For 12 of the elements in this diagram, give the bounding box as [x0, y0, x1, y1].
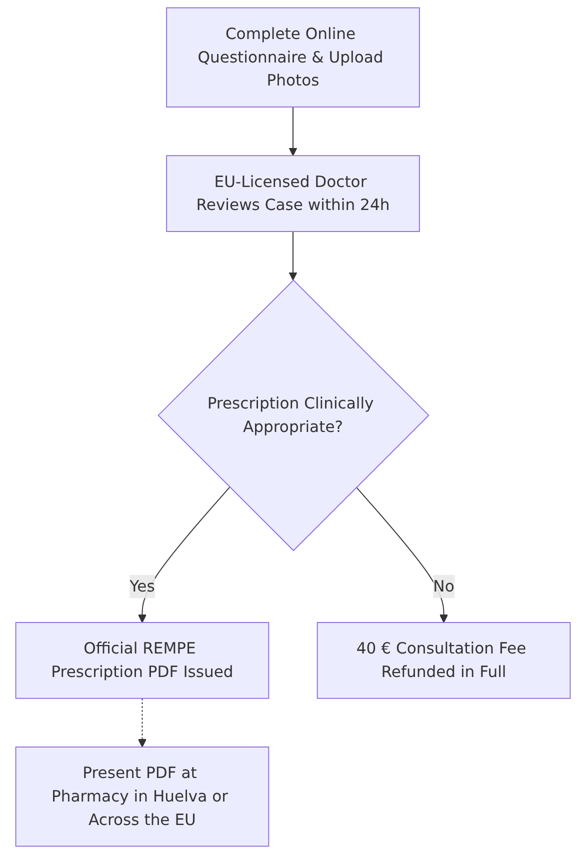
arrow — [288, 106, 298, 156]
node-box: EU-Licensed Doctor Reviews Case within 24h — [166, 155, 420, 232]
arrow — [288, 231, 298, 281]
node-diamond: Prescription Clinically Appropriate? — [158, 279, 430, 552]
node-box: Present PDF at Pharmacy in Huelva or Across the EU — [15, 746, 270, 847]
arrow — [138, 698, 147, 748]
node-box: 40 € Consultation Fee Refunded in Full — [316, 622, 571, 699]
edge-label: Yes — [130, 576, 155, 596]
node-box: Official REMPE Prescription PDF Issued — [15, 622, 270, 699]
edge-label: No — [433, 576, 454, 596]
node-box: Complete Online Questionnaire & Upload Photos — [166, 7, 420, 108]
arrow — [356, 486, 448, 623]
